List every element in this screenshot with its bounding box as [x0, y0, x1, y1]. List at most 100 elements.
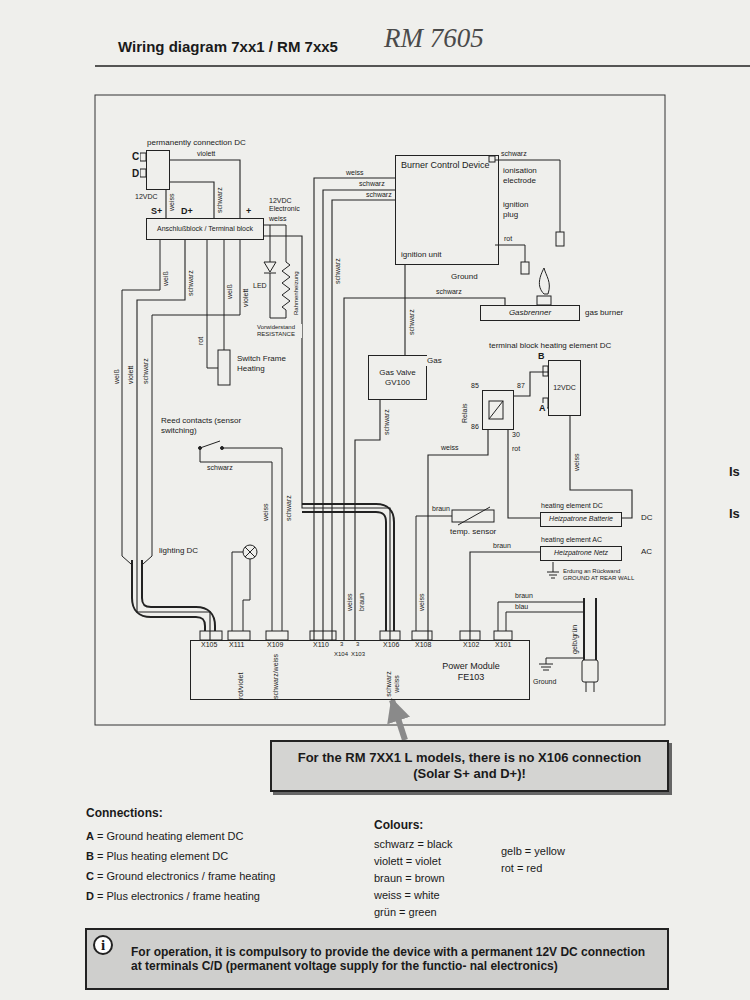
connector-name: X110 [312, 641, 330, 649]
pin-count: 3 [339, 641, 344, 648]
wire-color: weiss [262, 502, 270, 522]
wire-color: weiß [226, 283, 234, 300]
cable-tube-inner [137, 560, 210, 631]
connector-name: X106 [382, 641, 400, 649]
callout-arrow [392, 700, 405, 740]
wire [122, 240, 160, 564]
connector-name: X111 [228, 641, 245, 649]
reed-contact [200, 441, 220, 448]
connector-tab [494, 631, 512, 640]
handwritten-note: RM 7605 [383, 22, 485, 54]
wire-color: schwarz [435, 288, 463, 296]
control-unit-box: Burner Control Device ignition unit [395, 155, 499, 265]
wire-color: violett [127, 365, 135, 385]
terminal-name: + [245, 206, 252, 217]
node-text: Power Module FE103 [431, 661, 511, 683]
wire-color: schwarz [500, 150, 528, 158]
node-text: Gasbrenner [509, 308, 551, 318]
wire-color: weiß [113, 368, 121, 385]
colour-key: braun = brown [373, 872, 446, 885]
wire [355, 400, 380, 640]
pin-count: 3 [355, 641, 360, 648]
wire-color: schwarz [383, 408, 391, 436]
lamp-symbol [245, 547, 255, 557]
node-text: schwarz/weiss [272, 654, 280, 699]
wire-color: violett [242, 288, 250, 308]
relay-coil [489, 401, 503, 419]
page-edge-text: Is [728, 464, 741, 480]
colour-key: grün = green [373, 906, 438, 919]
led-symbol [264, 262, 276, 272]
wire-color: weiss [346, 592, 354, 612]
part-name: Ground [450, 272, 479, 282]
cable-tube-inner [302, 508, 390, 631]
wire [270, 273, 286, 318]
part-name: LED [252, 282, 268, 290]
node-text: For operation, it is compulsory to provi… [131, 945, 659, 974]
ignition-plug-symbol [521, 262, 529, 274]
ground-symbol [539, 664, 553, 670]
supply-type: AC [640, 547, 653, 557]
mains-cable-inner [585, 598, 595, 660]
terminal-letter: D [131, 168, 140, 180]
ground-symbol [547, 562, 559, 578]
wire [222, 448, 282, 631]
wire-color: schwarz [408, 308, 416, 336]
diagram-frame [95, 95, 665, 725]
colour-key: weiss = white [373, 889, 441, 902]
gas-burner-box: Gasbrennergas burner [480, 305, 580, 321]
node-text: Gas Valve GV100 [371, 368, 424, 387]
wire [332, 200, 395, 640]
terminal-pin [489, 156, 495, 162]
wire [323, 190, 395, 640]
sensor-symbol [458, 507, 490, 525]
wire-color: schwarz [285, 494, 293, 522]
wire [170, 160, 240, 218]
wire [165, 190, 166, 218]
wire [143, 240, 240, 564]
lamp-symbol [243, 545, 257, 559]
connector-name: X108 [414, 641, 432, 649]
wire-color: rot [197, 336, 205, 346]
switch-symbol [218, 350, 230, 385]
wire-color: weiss [268, 215, 288, 223]
colour-key: rot = red [500, 862, 543, 875]
connection-key: B = Plus heating element DC [85, 850, 229, 863]
wire-color: schwarz [334, 257, 342, 285]
part-name: ignition plug [502, 200, 544, 219]
pin-number: 85 [470, 382, 480, 390]
connector-name: X104 [333, 651, 349, 658]
node-text: Heizpatrone Netz [554, 549, 608, 557]
wire-color: weiss [345, 169, 365, 177]
wire [404, 265, 405, 355]
flame-symbol [539, 268, 549, 294]
wire-color: braun [431, 505, 451, 513]
wire [546, 658, 584, 664]
node-text: heating element DC [541, 502, 603, 510]
title-rule [95, 65, 750, 67]
part-name: Reed contacts (sensor switching) [160, 416, 246, 435]
electrode-symbol [556, 232, 564, 246]
wire [416, 516, 452, 631]
node-text: Anschlußblock / Terminal block [157, 225, 253, 233]
node-text: terminal block heating element DC [489, 341, 611, 351]
connector-tab [412, 631, 432, 640]
section-heading: Connections: [85, 806, 164, 820]
info-icon: i [93, 935, 113, 955]
connector-name: X101 [494, 641, 512, 649]
wire [207, 240, 218, 368]
heating-element-box: heating element ACHeizpatrone Netz [540, 546, 622, 561]
wire-color: weiß [162, 270, 170, 287]
terminal-block: terminal block heating element DC12VDC [548, 360, 581, 416]
node-text: Burner Control Device [401, 160, 490, 171]
wire-color: weiss [418, 592, 426, 612]
node-text: ignition unit [401, 250, 441, 260]
port-name: Gas [426, 356, 443, 366]
wire [232, 552, 243, 631]
cable-tube [302, 508, 390, 631]
connector-name: X102 [462, 641, 480, 649]
pin-number: 86 [470, 423, 480, 431]
resistor-symbol [282, 225, 290, 318]
wire [270, 225, 271, 262]
